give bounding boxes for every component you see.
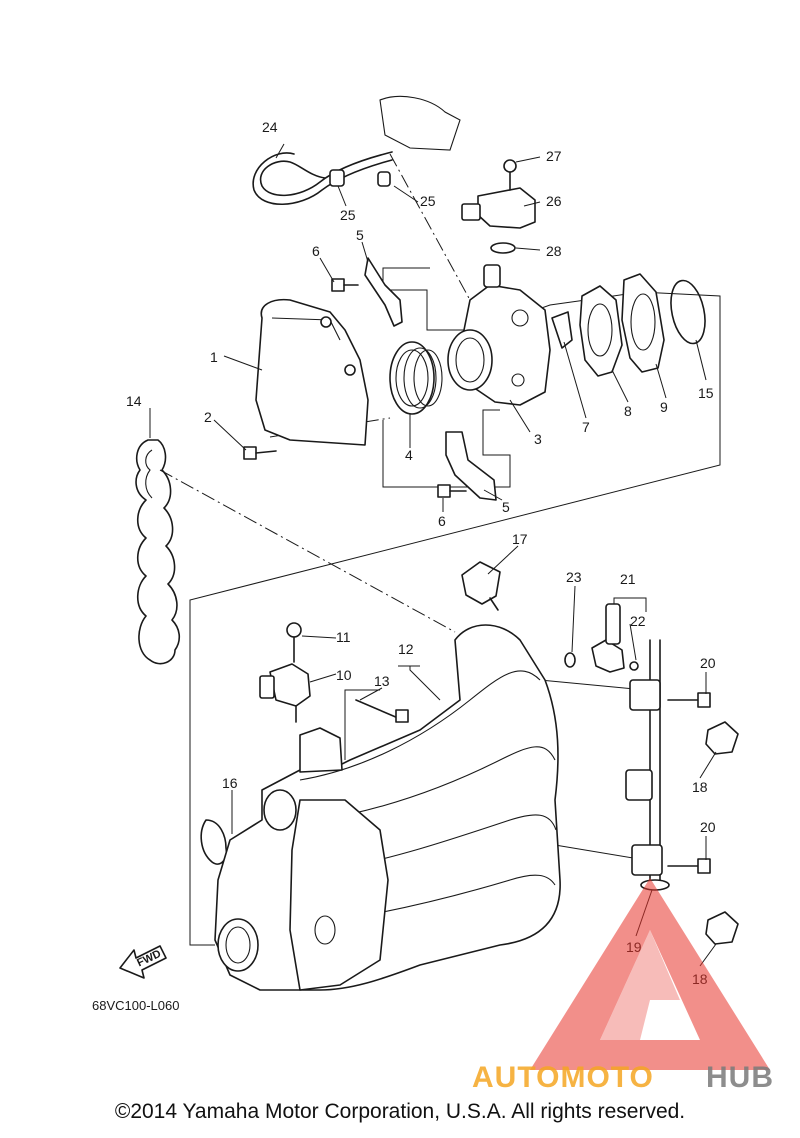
label-8: 8 (624, 403, 632, 419)
explode-frames (159, 153, 721, 946)
bolt-6-bottom (437, 484, 467, 498)
label-23: 23 (566, 569, 582, 585)
sensor-21 (564, 603, 639, 673)
label-18-top: 18 (692, 779, 708, 795)
hose-24 (252, 95, 461, 206)
bolt-20-top (667, 692, 711, 708)
label-1: 1 (210, 349, 218, 365)
diagram-code: 68VC100-L060 (92, 998, 179, 1013)
o-ring-15 (670, 279, 706, 345)
sensor-10 (259, 663, 311, 723)
copyright-notice: ©2014 Yamaha Motor Corporation, U.S.A. A… (114, 1100, 686, 1123)
bolt-20-bottom (667, 858, 711, 874)
clip-7 (551, 311, 573, 349)
gasket-14 (135, 439, 181, 665)
bolt-13 (355, 699, 409, 723)
label-4: 4 (405, 447, 413, 463)
label-24: 24 (262, 119, 278, 135)
label-10: 10 (336, 667, 352, 683)
label-7: 7 (582, 419, 590, 435)
label-17: 17 (512, 531, 528, 547)
clip-18-top (705, 721, 739, 755)
fwd-arrow: FWD (119, 945, 167, 979)
label-6-top: 6 (312, 243, 320, 259)
label-22: 22 (630, 613, 646, 629)
bolt-2 (243, 446, 277, 460)
label-5-bottom: 5 (502, 499, 510, 515)
gasket-9 (621, 273, 665, 373)
label-14: 14 (126, 393, 142, 409)
hose-clip-25b (377, 171, 391, 187)
label-21: 21 (620, 571, 636, 587)
watermark (530, 878, 770, 1070)
throttle-body-3 (447, 264, 551, 406)
label-20-bottom: 20 (700, 819, 716, 835)
watermark-text-part2: HUB (706, 1061, 774, 1094)
silencer-1 (255, 298, 369, 446)
o-ring-22 (629, 661, 639, 671)
label-26: 26 (546, 193, 562, 209)
label-3: 3 (534, 431, 542, 447)
label-28: 28 (546, 243, 562, 259)
washer-23 (564, 652, 576, 668)
bolt-6-top (331, 278, 359, 292)
label-11: 11 (336, 629, 351, 645)
intake-manifold-12 (214, 624, 561, 991)
hose-clip-25a (329, 169, 345, 187)
label-16: 16 (222, 775, 238, 791)
label-13: 13 (374, 673, 390, 689)
label-15: 15 (698, 385, 714, 401)
label-25-left: 25 (340, 207, 356, 223)
clamp-17 (461, 561, 501, 611)
o-ring-28 (490, 242, 516, 254)
watermark-text-part1: AUTOMOTO (472, 1061, 654, 1094)
label-9: 9 (660, 399, 668, 415)
bracket-5-top (364, 257, 403, 327)
screw-27 (503, 159, 517, 173)
label-25-right: 25 (420, 193, 436, 209)
throttle-sensor-26 (461, 159, 536, 254)
gasket-8 (579, 285, 623, 377)
watermark-triangle-icon (530, 878, 770, 1070)
gasket-16 (200, 819, 228, 865)
bolt-11 (286, 622, 302, 663)
reference-numbers: 1 2 3 4 5 5 6 6 7 8 9 10 11 12 13 14 15 … (92, 119, 716, 1013)
label-5-top: 5 (356, 227, 364, 243)
label-27: 27 (546, 148, 562, 164)
clip-18-bottom (705, 911, 739, 945)
fuel-rail (625, 639, 670, 891)
label-6-bottom: 6 (438, 513, 446, 529)
bracket-5-bottom (445, 431, 497, 501)
watermark-text: AUTOMOTO HUB (472, 1061, 774, 1094)
label-2: 2 (204, 409, 212, 425)
label-20-top: 20 (700, 655, 716, 671)
label-12: 12 (398, 641, 414, 657)
boot-4 (389, 341, 443, 415)
